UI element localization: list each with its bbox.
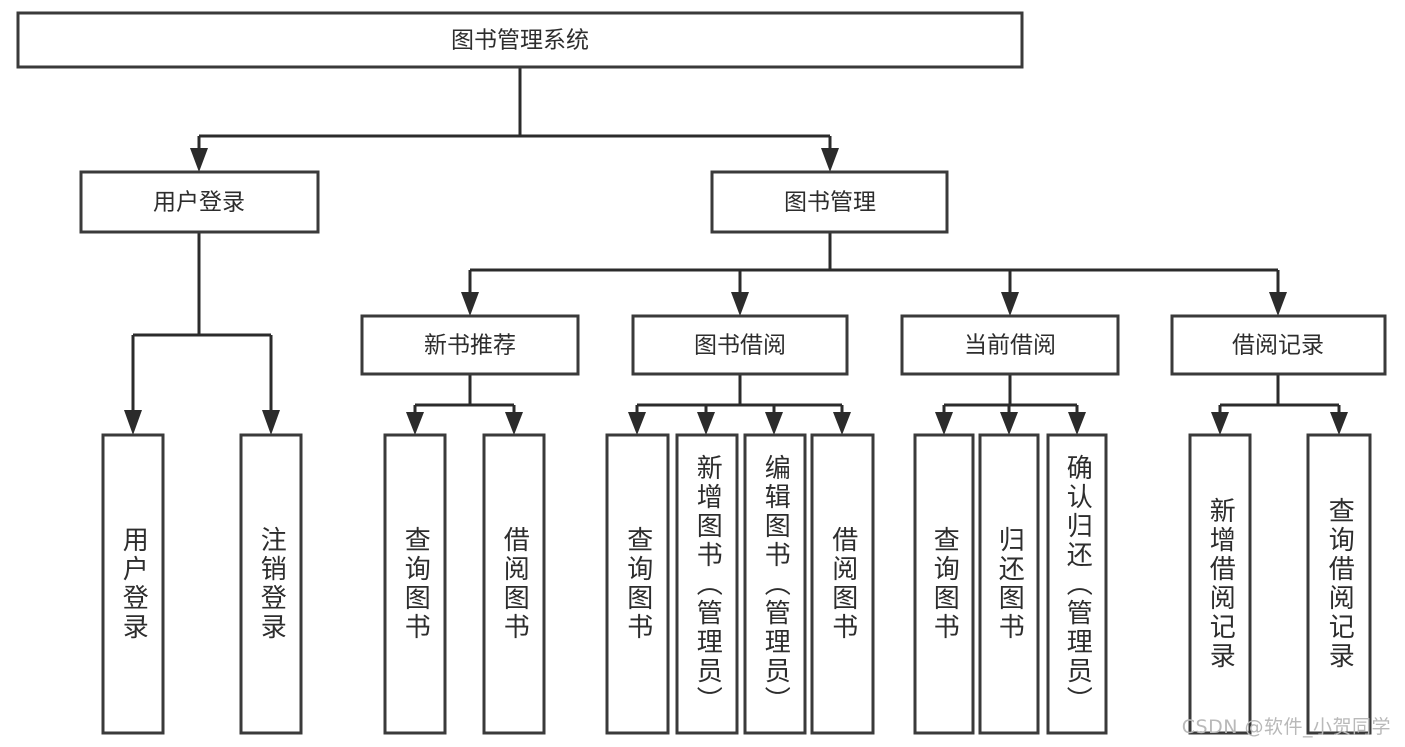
arrow-head-leaf-logout bbox=[262, 410, 280, 435]
leaf-box-currentborrow-return[interactable] bbox=[978, 433, 1040, 735]
arrow-head-user-login bbox=[190, 148, 208, 172]
leaf-box-bookborrow-query[interactable] bbox=[605, 433, 670, 735]
node-user-login-label: 用户登录 bbox=[153, 190, 245, 216]
arrow-head-bookborrow-leaf-2 bbox=[697, 412, 715, 435]
arrow-head-currentborrow-leaf-2 bbox=[1000, 412, 1018, 435]
node-book-borrow[interactable] bbox=[631, 314, 849, 376]
node-current-borrow-label: 当前借阅 bbox=[964, 333, 1056, 359]
leaf-box-bookborrow-borrow[interactable] bbox=[810, 433, 875, 735]
leaf-box-newbook-borrow[interactable] bbox=[482, 433, 546, 735]
node-root-system[interactable] bbox=[16, 11, 1024, 69]
arrow-head-borrow-record bbox=[1269, 292, 1287, 316]
arrow-head-borrowrecord-leaf-1 bbox=[1211, 412, 1229, 435]
arrow-head-bookborrow-leaf-3 bbox=[765, 412, 783, 435]
arrow-head-bookborrow-leaf-4 bbox=[833, 412, 851, 435]
arrow-head-new-book-rec bbox=[461, 292, 479, 316]
leaf-box-user-login-login[interactable] bbox=[101, 433, 165, 735]
arrow-head-book-manage bbox=[821, 148, 839, 172]
arrow-head-book-borrow bbox=[731, 292, 749, 316]
leaf-box-bookborrow-add[interactable] bbox=[675, 433, 739, 735]
leaf-box-borrowrecord-add[interactable] bbox=[1188, 433, 1252, 735]
node-layer: 图书管理系统 用户登录 图书管理 新书推荐 图书借阅 当前借阅 借阅记录 bbox=[16, 11, 1387, 735]
node-new-book-recommend-label: 新书推荐 bbox=[424, 333, 516, 359]
node-current-borrow[interactable] bbox=[900, 314, 1120, 376]
leaf-box-user-login-logout[interactable] bbox=[239, 433, 303, 735]
arrow-head-newbook-leaf-2 bbox=[505, 412, 523, 435]
leaf-box-currentborrow-query[interactable] bbox=[913, 433, 975, 735]
node-borrow-record-label: 借阅记录 bbox=[1232, 333, 1324, 359]
node-book-management-label: 图书管理 bbox=[784, 190, 876, 216]
arrow-head-leaf-user-login bbox=[124, 410, 142, 435]
node-book-management[interactable] bbox=[710, 170, 949, 234]
node-book-borrow-label: 图书借阅 bbox=[694, 333, 786, 359]
arrow-head-currentborrow-leaf-1 bbox=[935, 412, 953, 435]
leaf-box-borrowrecord-query[interactable] bbox=[1306, 433, 1372, 735]
arrow-head-bookborrow-leaf-1 bbox=[628, 412, 646, 435]
connector-layer bbox=[124, 67, 1348, 435]
node-root-system-label: 图书管理系统 bbox=[451, 28, 589, 54]
node-user-login[interactable] bbox=[79, 170, 320, 234]
leaf-box-bookborrow-edit[interactable] bbox=[743, 433, 807, 735]
arrow-head-currentborrow-leaf-3 bbox=[1068, 412, 1086, 435]
csdn-watermark: CSDN @软件_小贺同学 bbox=[1181, 716, 1391, 738]
arrow-head-current-borrow bbox=[1001, 292, 1019, 316]
arrow-head-newbook-leaf-1 bbox=[406, 412, 424, 435]
node-borrow-record[interactable] bbox=[1170, 314, 1387, 376]
leaf-box-newbook-query[interactable] bbox=[383, 433, 447, 735]
node-new-book-recommend[interactable] bbox=[360, 314, 580, 376]
leaf-box-currentborrow-confirm[interactable] bbox=[1046, 433, 1108, 735]
arrow-head-borrowrecord-leaf-2 bbox=[1330, 412, 1348, 435]
